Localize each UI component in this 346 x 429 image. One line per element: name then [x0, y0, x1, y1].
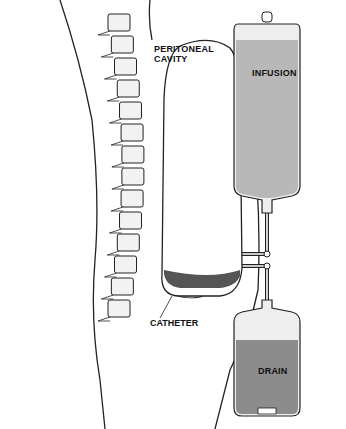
spinous-process — [101, 295, 113, 299]
vertebra — [115, 58, 137, 75]
spinous-process — [98, 317, 110, 321]
vertebrae — [98, 14, 144, 321]
spinous-process — [112, 163, 124, 167]
spinous-process — [111, 207, 123, 211]
node-label: DRAIN — [258, 366, 298, 376]
vertebra — [111, 278, 133, 295]
drain-bag-outline — [232, 300, 302, 418]
spinous-process — [110, 229, 122, 233]
spinous-process — [110, 119, 122, 123]
tubing — [242, 213, 270, 257]
vertebra — [117, 80, 139, 97]
part-label: CATHETER — [150, 318, 198, 328]
vertebra — [108, 300, 130, 317]
vertebra — [120, 102, 142, 119]
body-outline — [60, 0, 259, 429]
spinous-process — [105, 75, 117, 79]
peritoneal-cavity: PERITONEAL CAVITY — [150, 38, 242, 300]
spinous-process — [101, 53, 113, 57]
leader-line — [160, 296, 172, 318]
infusion-bag: INFUSION — [232, 18, 302, 213]
vertebra — [122, 168, 144, 185]
vertebra — [121, 124, 143, 141]
vertebra — [122, 146, 144, 163]
vertebra — [117, 234, 139, 251]
node-label: INFUSION — [252, 68, 298, 78]
peritoneal-cavity-outline — [150, 38, 242, 300]
vertebra — [111, 36, 133, 53]
spinous-process — [112, 185, 124, 189]
spinous-process — [105, 273, 117, 277]
vertebra — [108, 14, 130, 31]
drain-bag: DRAIN — [232, 300, 302, 418]
node-label: PERITONEAL CAVITY — [154, 44, 238, 65]
spinous-process — [107, 251, 119, 255]
vertebra — [120, 212, 142, 229]
spinous-process — [98, 31, 110, 35]
vertebra — [115, 256, 137, 273]
infusion-bag-outline — [232, 18, 302, 213]
vertebra — [121, 190, 143, 207]
tubing — [242, 263, 270, 300]
spinous-process — [107, 97, 119, 101]
spinous-process — [111, 141, 123, 145]
